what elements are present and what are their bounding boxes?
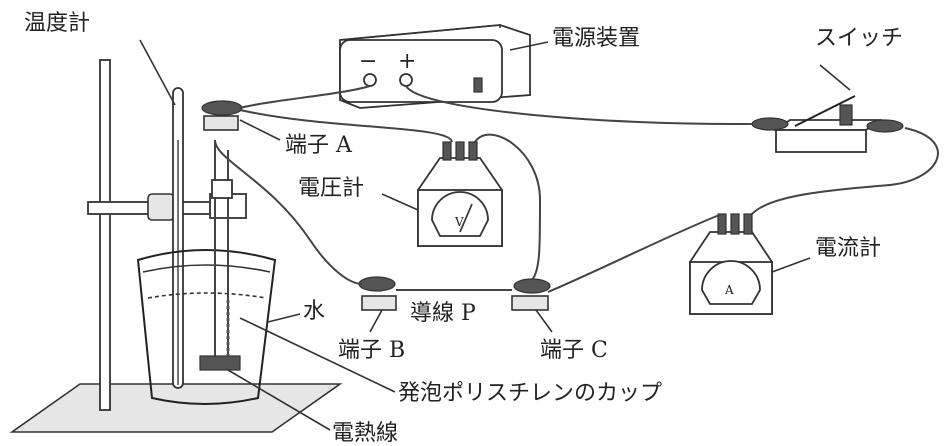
label-water: 水	[303, 299, 325, 324]
wire-minus-to-a	[239, 85, 371, 109]
terminal-a	[201, 100, 281, 141]
label-thermometer: 温度計	[24, 11, 90, 36]
plus-terminal	[399, 73, 413, 87]
wire-ammeter-to-c	[547, 213, 723, 293]
power-supply	[339, 24, 549, 109]
label-power-supply: 電源装置	[552, 26, 640, 51]
water-surface	[147, 292, 267, 299]
label-ammeter: 電流計	[815, 236, 881, 261]
label-cup: 発泡ポリスチレンのカップ	[398, 381, 662, 406]
wire-switch-to-ammeter	[751, 127, 939, 215]
heating-wire-assembly	[199, 140, 241, 371]
wire-plus-to-switch	[405, 85, 753, 126]
polystyrene-cup	[136, 249, 277, 405]
label-terminal-c: 端子 C	[540, 338, 608, 363]
label-terminal-b: 端子 B	[338, 338, 405, 363]
label-voltmeter: 電圧計	[298, 176, 364, 201]
clamp-knob	[147, 193, 175, 221]
thermometer	[139, 39, 184, 389]
stand-base	[9, 383, 343, 433]
label-switch: スイッチ	[815, 26, 903, 51]
wire-a-to-b	[214, 139, 363, 285]
wire-voltmeter-to-c	[474, 133, 542, 281]
power-supply-front	[339, 39, 503, 103]
label-plus: +	[398, 49, 416, 74]
label-wire-p: 導線 P	[410, 301, 476, 326]
switch	[751, 64, 904, 153]
terminal-c	[511, 278, 553, 333]
terminal-b	[358, 276, 397, 333]
label-voltmeter-symbol: V	[454, 215, 464, 229]
label-heating-wire: 電熱線	[332, 421, 398, 446]
heating-wire-coil	[199, 355, 241, 371]
label-ammeter-symbol: A	[724, 283, 734, 297]
leader-lines	[227, 313, 396, 431]
minus-terminal	[363, 73, 377, 87]
label-minus: −	[359, 49, 377, 74]
thermometer-leader	[139, 39, 176, 106]
voltmeter	[381, 141, 503, 247]
stand-rod	[99, 59, 111, 411]
wire-a-to-voltmeter	[239, 109, 453, 143]
wires	[214, 85, 939, 293]
label-terminal-a: 端子 A	[285, 133, 353, 158]
ammeter	[689, 213, 811, 315]
